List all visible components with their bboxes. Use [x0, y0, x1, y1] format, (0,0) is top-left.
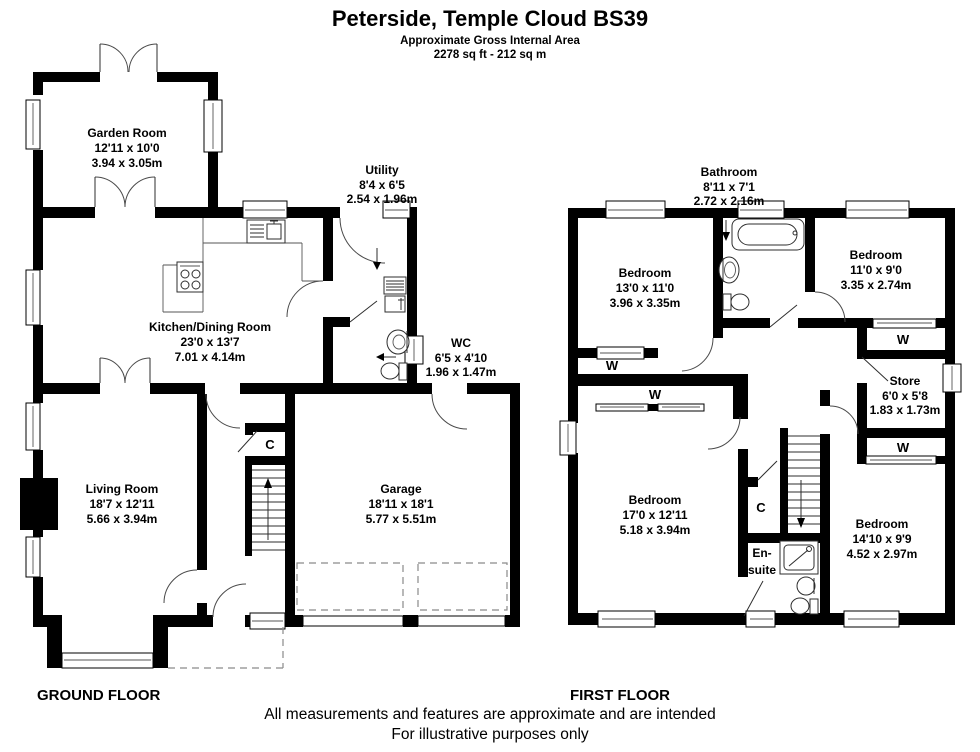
- ensuite-basin-symbol: [796, 576, 816, 596]
- shower-symbol: [779, 540, 819, 575]
- wc-toilet-symbol: [380, 362, 408, 381]
- room-dim-wc-imperial: 6'5 x 4'10: [435, 351, 488, 365]
- window-bedroom-tr-top: [845, 200, 910, 219]
- wc-basin-symbol: [386, 329, 410, 355]
- bathtub-symbol: [731, 218, 805, 251]
- page-area: 2278 sq ft - 212 sq m: [434, 49, 547, 61]
- room-dim-garden-room-imperial: 12'11 x 10'0: [94, 141, 159, 155]
- footer: GROUND FLOOR FIRST FLOOR All measurement…: [37, 687, 716, 743]
- ground-floor-plan: Garden Room 12'11 x 10'0 3.94 x 3.05m Ki…: [20, 43, 520, 669]
- room-label-kitchen: Kitchen/Dining Room: [149, 320, 271, 334]
- first-floor-doors: [681, 291, 889, 617]
- room-dim-bathroom-imperial: 8'11 x 7'1: [703, 180, 755, 194]
- room-dim-utility-metric: 2.54 x 1.96m: [347, 192, 418, 206]
- garage-door-dashed-right: [417, 562, 508, 611]
- stairs-up-arrow-icon: [264, 478, 272, 488]
- wardrobe-label-1: W: [606, 358, 619, 373]
- wardrobe-fronts: [595, 318, 937, 465]
- stairs-down-arrow-icon: [797, 518, 805, 528]
- page-title: Peterside, Temple Cloud BS39: [332, 6, 648, 31]
- room-dim-bedroom-br-metric: 4.52 x 2.97m: [847, 547, 918, 561]
- wardrobe-label-2: W: [649, 387, 662, 402]
- wc-arrow-icon: [376, 353, 384, 361]
- first-floor-plan: Bathroom 8'11 x 7'1 2.72 x 2.16m Bedroom…: [559, 165, 962, 628]
- room-label-wc: WC: [451, 336, 471, 350]
- first-floor-label: FIRST FLOOR: [570, 687, 670, 704]
- ground-floor-label: GROUND FLOOR: [37, 687, 160, 704]
- stairs-first: [788, 435, 820, 528]
- room-label-garden-room: Garden Room: [87, 126, 166, 140]
- room-dim-garden-room-metric: 3.94 x 3.05m: [92, 156, 163, 170]
- disclaimer-line-1: All measurements and features are approx…: [264, 706, 716, 723]
- room-dim-store-imperial: 6'0 x 5'8: [882, 389, 928, 403]
- header: Peterside, Temple Cloud BS39 Approximate…: [332, 6, 648, 61]
- room-dim-bedroom-br-imperial: 14'10 x 9'9: [852, 532, 911, 546]
- room-dim-kitchen-imperial: 23'0 x 13'7: [180, 335, 239, 349]
- sink-symbol: [246, 219, 286, 244]
- room-label-ensuite-1: En-: [752, 546, 771, 560]
- window-bedroom-tl-top: [605, 200, 666, 219]
- room-dim-bedroom-tr-imperial: 11'0 x 9'0: [850, 263, 902, 277]
- room-dim-bedroom-bl-metric: 5.18 x 3.94m: [620, 523, 691, 537]
- closet-label-ground: C: [265, 437, 275, 452]
- room-dim-garage-metric: 5.77 x 5.51m: [366, 512, 437, 526]
- ground-floor-room-labels: Garden Room 12'11 x 10'0 3.94 x 3.05m Ki…: [86, 126, 497, 526]
- first-floor-walls: [568, 208, 955, 625]
- bathroom-toilet-symbol: [722, 293, 750, 311]
- wardrobe-label-3: W: [897, 332, 910, 347]
- room-dim-bathroom-metric: 2.72 x 2.16m: [694, 194, 765, 208]
- garage-door-dashed-left: [296, 562, 404, 611]
- closet-label-first: C: [756, 500, 766, 515]
- washer-symbol: [383, 276, 407, 313]
- window-utility: [382, 200, 411, 219]
- window-bay-front: [61, 652, 154, 669]
- room-label-store: Store: [890, 374, 921, 388]
- first-floor-room-labels: Bathroom 8'11 x 7'1 2.72 x 2.16m Bedroom…: [606, 165, 941, 577]
- bathroom-basin-symbol: [718, 256, 740, 284]
- room-dim-kitchen-metric: 7.01 x 4.14m: [175, 350, 246, 364]
- room-dim-wc-metric: 1.96 x 1.47m: [426, 365, 497, 379]
- window-kitchen-sink: [242, 200, 288, 219]
- entrance-arrows-ground: [373, 248, 396, 361]
- room-label-utility: Utility: [365, 163, 399, 177]
- room-dim-bedroom-bl-imperial: 17'0 x 12'11: [622, 508, 687, 522]
- room-label-bedroom-bl: Bedroom: [629, 493, 682, 507]
- garage-door-symbols: [296, 562, 508, 627]
- first-floor-windows: [559, 200, 962, 628]
- room-dim-garage-imperial: 18'11 x 18'1: [368, 497, 433, 511]
- ground-floor-doors: [94, 43, 468, 618]
- kitchen-counter: [162, 218, 323, 313]
- disclaimer-line-2: For illustrative purposes only: [391, 726, 589, 743]
- utility-entrance-arrow-icon: [373, 262, 381, 270]
- room-dim-bedroom-tr-metric: 3.35 x 2.74m: [841, 278, 912, 292]
- room-label-bathroom: Bathroom: [701, 165, 758, 179]
- room-label-living-room: Living Room: [86, 482, 159, 496]
- bathroom-arrow-icon: [722, 232, 730, 241]
- room-label-ensuite-2: suite: [748, 563, 776, 577]
- room-dim-utility-imperial: 8'4 x 6'5: [359, 178, 405, 192]
- room-dim-living-room-imperial: 18'7 x 12'11: [89, 497, 154, 511]
- ground-floor-windows: [25, 99, 424, 669]
- wardrobe-label-4: W: [897, 440, 910, 455]
- room-dim-bedroom-tl-imperial: 13'0 x 11'0: [616, 281, 675, 295]
- window-bathroom: [737, 200, 785, 219]
- hob-symbol: [176, 261, 204, 293]
- ensuite-toilet-symbol: [790, 597, 819, 615]
- room-label-bedroom-tr: Bedroom: [850, 248, 903, 262]
- room-label-bedroom-tl: Bedroom: [619, 266, 672, 280]
- room-dim-store-metric: 1.83 x 1.73m: [870, 403, 941, 417]
- porch-dashed-outline: [168, 627, 284, 669]
- room-dim-living-room-metric: 5.66 x 3.94m: [87, 512, 158, 526]
- room-label-bedroom-br: Bedroom: [856, 517, 909, 531]
- room-dim-bedroom-tl-metric: 3.96 x 3.35m: [610, 296, 681, 310]
- room-label-garage: Garage: [380, 482, 422, 496]
- page-subtitle: Approximate Gross Internal Area: [400, 35, 580, 47]
- stairs-ground: [252, 469, 285, 551]
